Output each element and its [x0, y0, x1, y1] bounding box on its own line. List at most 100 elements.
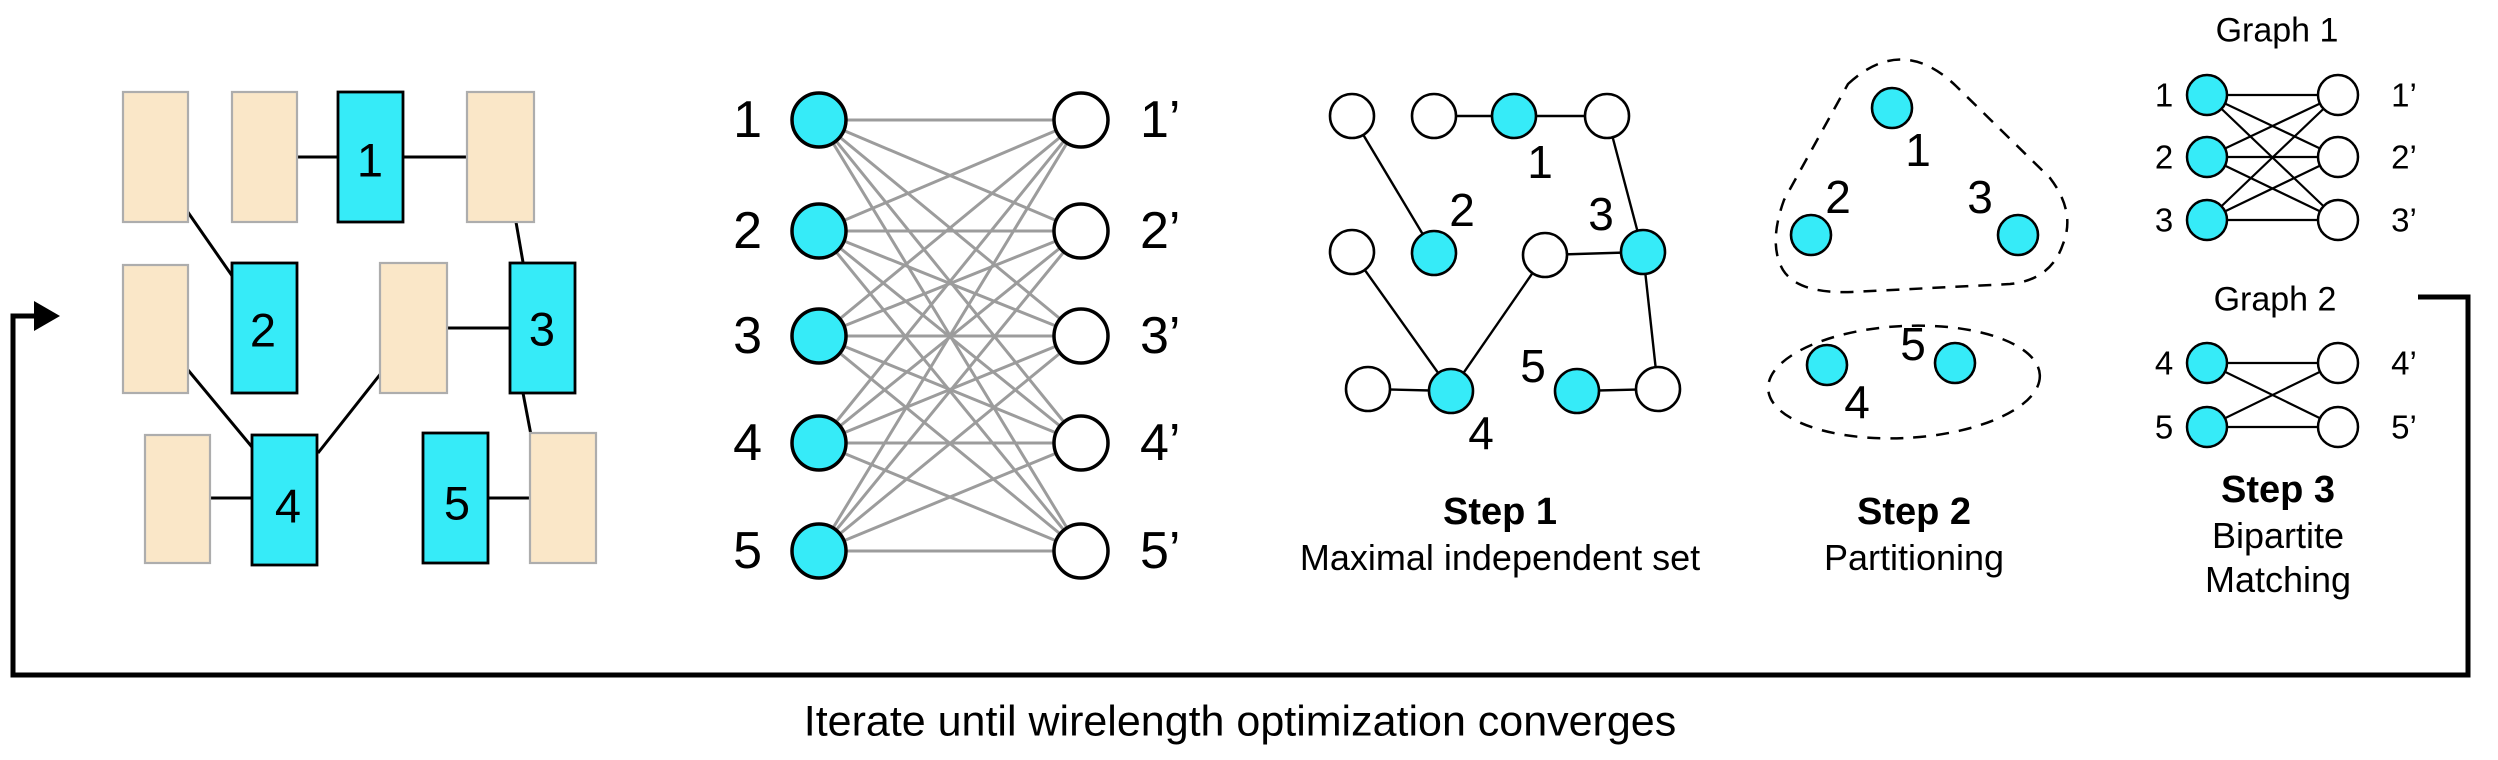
placement-wire — [521, 392, 533, 436]
bipartite-edge — [818, 441, 1082, 553]
mis-node-2 — [1410, 229, 1458, 277]
match-cell-node-2 — [2185, 135, 2229, 179]
slot-node-label: 2’ — [1140, 202, 1180, 260]
step3-title: Step 3 — [2220, 469, 2336, 511]
fixed-cell — [121, 90, 190, 224]
partition-blob-2 — [1766, 324, 2042, 440]
step1-subtitle: Maximal independent set — [1299, 537, 1701, 578]
match-cell-node-3 — [2185, 198, 2229, 242]
bipartite-edge — [818, 118, 1082, 338]
mis-node-label: 4 — [1468, 407, 1494, 459]
match-cell-node-5 — [2185, 405, 2229, 449]
mis-node-label: 3 — [1588, 188, 1614, 240]
placement-wire — [514, 221, 526, 269]
match-slot-node — [2316, 73, 2360, 117]
fixed-cell — [528, 431, 598, 565]
mis-node-label: 5 — [1520, 340, 1546, 392]
match-slot-node — [2316, 198, 2360, 242]
slot-node-4 — [1052, 414, 1110, 472]
fixed-cell — [143, 433, 212, 565]
graph-node — [1328, 228, 1376, 276]
cell-node-label: 3 — [733, 307, 762, 365]
graph-node — [1521, 231, 1569, 279]
match-slot-node — [2316, 405, 2360, 449]
mis-node-5 — [1553, 367, 1601, 415]
movable-cell-label: 2 — [250, 304, 276, 357]
mis-node-3 — [1619, 228, 1667, 276]
match-cell-label: 4 — [2155, 345, 2173, 382]
partition-node-2 — [1789, 213, 1833, 257]
slot-node-label: 4’ — [1140, 414, 1180, 472]
cell-node-label: 2 — [733, 202, 762, 260]
graph-node — [1344, 365, 1392, 413]
cell-node-4 — [790, 414, 848, 472]
fixed-cell — [378, 261, 449, 395]
bipartite-edge — [2206, 94, 2339, 221]
slot-node-label: 3’ — [1140, 307, 1180, 365]
loop-line — [10, 294, 2471, 678]
graph-node — [1583, 92, 1631, 140]
movable-cell-label: 4 — [275, 480, 301, 533]
match-cell-node-1 — [2185, 73, 2229, 117]
partition-node-4 — [1805, 343, 1849, 387]
movable-cell-1 — [336, 90, 405, 224]
bipartite-edge — [817, 119, 1083, 444]
slot-node-1 — [1052, 91, 1110, 149]
match-cell-label: 3 — [2155, 202, 2173, 239]
mis-node-label: 1 — [1527, 136, 1553, 188]
placement-wire — [183, 207, 237, 281]
cell-node-2 — [790, 202, 848, 260]
step1-edge — [1351, 251, 1452, 392]
match-cell-label: 5 — [2155, 409, 2173, 446]
placement-wire — [186, 369, 259, 454]
mis-node-1 — [1490, 92, 1538, 140]
cell-node-3 — [790, 307, 848, 365]
bipartite-edge — [817, 230, 1083, 552]
mis-node-4 — [1427, 367, 1475, 415]
graph-node — [1328, 92, 1376, 140]
cell-node-1 — [790, 91, 848, 149]
loop-arrowhead-icon — [34, 301, 60, 331]
bipartite-edge — [817, 119, 1083, 552]
slot-node-label: 1’ — [1140, 91, 1180, 149]
match-cell-label: 1 — [2155, 77, 2173, 114]
graph2-title: Graph 2 — [2213, 280, 2337, 319]
fixed-cell — [121, 263, 190, 395]
cell-node-label: 4 — [733, 414, 762, 472]
bipartite-edge — [2206, 94, 2339, 158]
slot-node-label: 5’ — [1140, 522, 1180, 580]
match-slot-label: 1’ — [2391, 77, 2417, 114]
match-slot-label: 3’ — [2391, 202, 2417, 239]
step1-title: Step 1 — [1442, 491, 1558, 533]
fixed-cell — [465, 90, 536, 224]
partition-node-label: 1 — [1905, 124, 1931, 176]
fixed-cell — [230, 90, 299, 224]
movable-cell-2 — [230, 261, 299, 395]
step3-caption: Step 3 Bipartite Matching — [2168, 466, 2388, 602]
cell-node-label: 5 — [733, 522, 762, 580]
partition-node-5 — [1933, 341, 1977, 385]
step2-title: Step 2 — [1856, 491, 1972, 533]
match-slot-node — [2316, 341, 2360, 385]
step2-subtitle: Partitioning — [1823, 537, 2005, 578]
movable-cell-label: 5 — [444, 477, 470, 530]
partition-node-label: 3 — [1967, 171, 1993, 223]
slot-node-2 — [1052, 202, 1110, 260]
match-cell-label: 2 — [2155, 139, 2173, 176]
movement-bipartite-graph: 1 1’ 2 2’ 3 3’ 4 4’ 5 5’ — [733, 91, 1180, 580]
cell-node-label: 1 — [733, 91, 762, 149]
movable-cell-3 — [508, 261, 577, 395]
bipartite-edge — [2206, 156, 2339, 221]
slot-node-5 — [1052, 522, 1110, 580]
feedback-loop-arrow — [10, 294, 2471, 678]
match-slot-label: 5’ — [2391, 409, 2417, 446]
step3-subtitle: Bipartite Matching — [2204, 515, 2352, 600]
step1-caption: Step 1 Maximal independent set — [1300, 488, 1700, 580]
match-slot-label: 2’ — [2391, 139, 2417, 176]
partition-blob-1 — [1774, 58, 2069, 294]
